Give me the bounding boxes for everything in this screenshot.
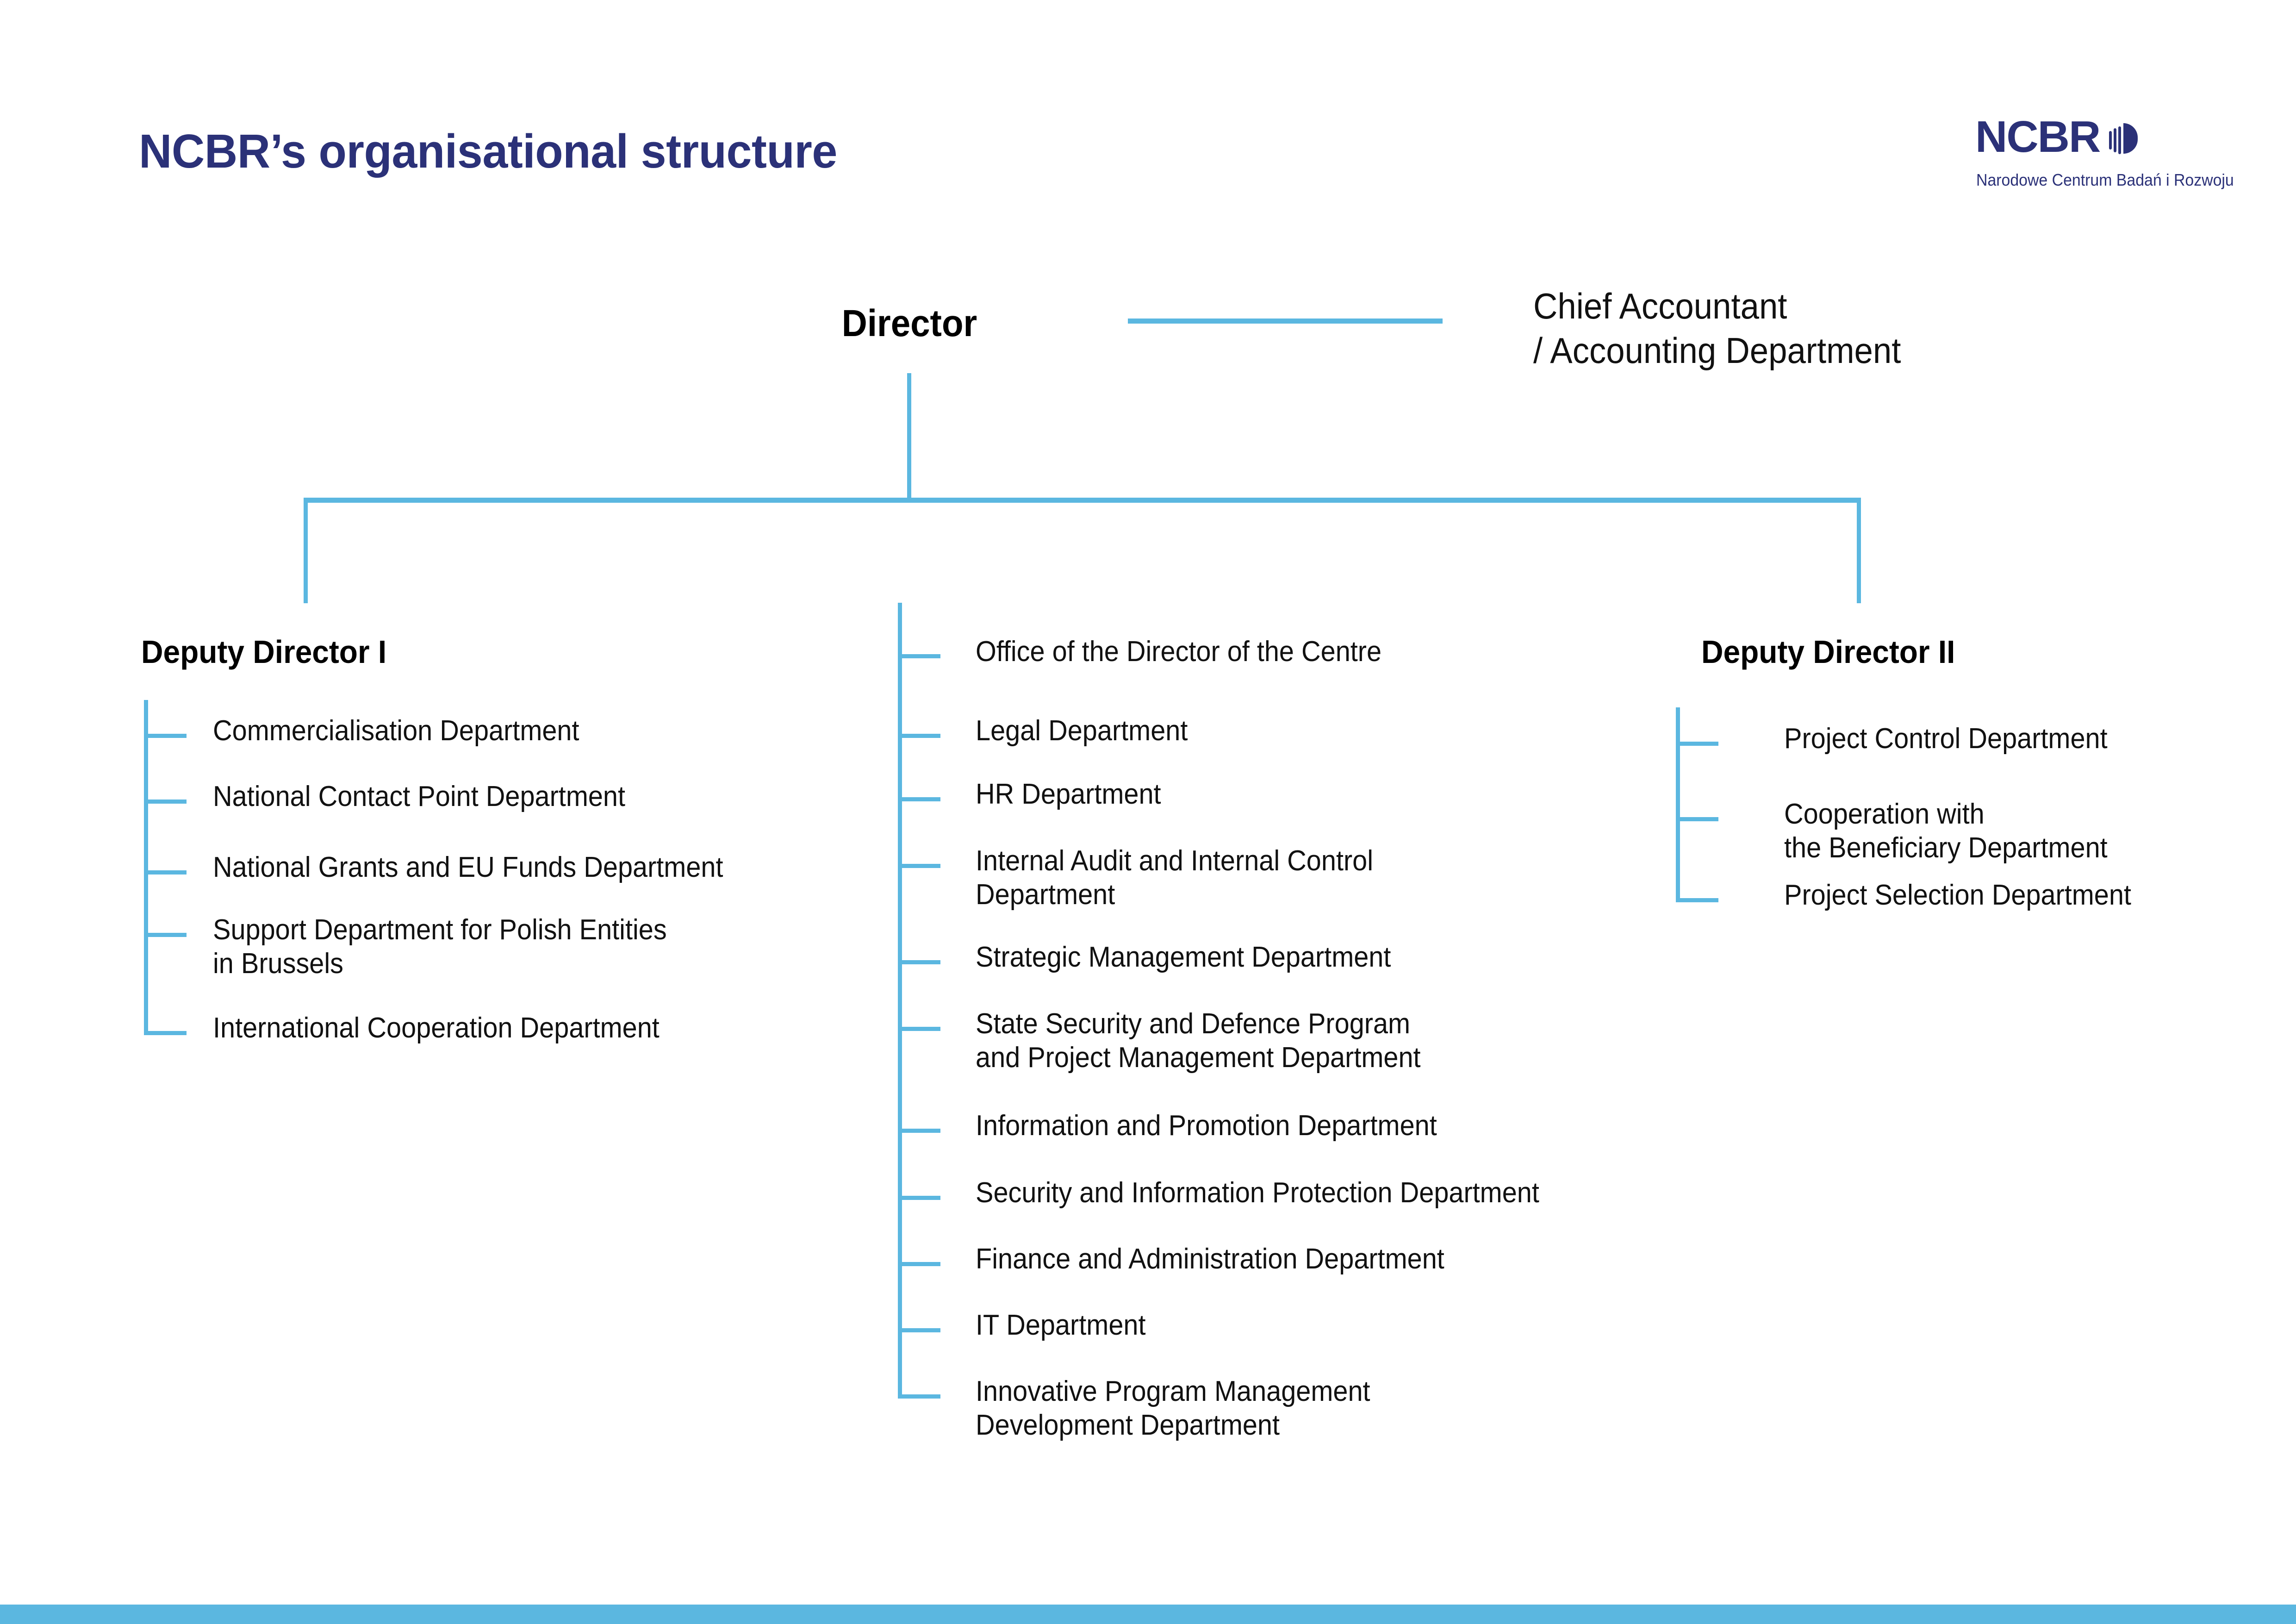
list-item: IT Department — [976, 1309, 1146, 1341]
tick-right-2 — [1676, 898, 1718, 902]
ncbr-striped-circle-icon — [2109, 123, 2138, 154]
ncbr-logo: NCBR Narodowe Centrum Badań i Rozwoju — [1975, 115, 2248, 194]
logo-wordmark-text: NCBR — [1975, 112, 2101, 162]
tick-left-1 — [144, 800, 187, 804]
connector-drop-right — [1857, 498, 1861, 603]
list-item: Office of the Director of the Centre — [976, 636, 1382, 668]
tick-center-0 — [898, 654, 940, 658]
deputy-director-ii-heading: Deputy Director II — [1701, 634, 1955, 670]
list-item: Commercialisation Department — [213, 715, 579, 747]
tick-left-4 — [144, 1031, 187, 1035]
list-item: Legal Department — [976, 715, 1188, 747]
tick-center-1 — [898, 734, 940, 738]
chief-accountant-line1: Chief Accountant — [1533, 286, 1787, 326]
tick-center-10 — [898, 1394, 940, 1399]
list-item: Information and Promotion Department — [976, 1110, 1437, 1142]
page-title: NCBR’s organisational structure — [139, 125, 837, 178]
chief-accountant-node: Chief Accountant/ Accounting Department — [1533, 284, 1901, 373]
logo-wordmark-row: NCBR — [1975, 115, 2138, 159]
list-item: Project Control Department — [1784, 723, 2108, 755]
tick-center-2 — [898, 797, 940, 801]
list-item: HR Department — [976, 778, 1161, 810]
bottom-accent-bar — [0, 1605, 2296, 1624]
spine-right-column — [1676, 707, 1680, 902]
tick-center-6 — [898, 1129, 940, 1133]
tick-left-3 — [144, 933, 187, 937]
list-item: Internal Audit and Internal Control Depa… — [976, 845, 1374, 911]
tick-center-7 — [898, 1196, 940, 1200]
list-item: Cooperation with the Beneficiary Departm… — [1784, 798, 2108, 864]
spine-left-column — [144, 700, 148, 1035]
list-item: State Security and Defence Program and P… — [976, 1008, 1421, 1074]
chief-accountant-line2: / Accounting Department — [1533, 330, 1901, 371]
tick-right-1 — [1676, 817, 1718, 821]
connector-director-to-accountant — [1128, 319, 1443, 324]
list-item: Project Selection Department — [1784, 879, 2131, 911]
list-item: Strategic Management Department — [976, 941, 1391, 973]
tick-center-5 — [898, 1027, 940, 1031]
list-item: Security and Information Protection Depa… — [976, 1177, 1539, 1209]
deputy-director-i-heading: Deputy Director I — [141, 634, 387, 670]
tick-center-9 — [898, 1328, 940, 1332]
list-item: Support Department for Polish Entities i… — [213, 914, 667, 980]
logo-subtitle: Narodowe Centrum Badań i Rozwoju — [1976, 170, 2234, 189]
connector-distribution-bar — [304, 498, 1861, 503]
tick-center-3 — [898, 864, 940, 868]
list-item: National Grants and EU Funds Department — [213, 851, 723, 883]
tick-left-2 — [144, 870, 187, 874]
tick-right-0 — [1676, 742, 1718, 746]
list-item: International Cooperation Department — [213, 1012, 660, 1044]
connector-director-stem — [907, 373, 911, 502]
tick-left-0 — [144, 734, 187, 738]
tick-center-4 — [898, 960, 940, 964]
director-node: Director — [841, 302, 977, 344]
list-item: Finance and Administration Department — [976, 1243, 1444, 1275]
spine-center-column — [898, 603, 902, 1398]
list-item: Innovative Program Management Developmen… — [976, 1375, 1370, 1441]
tick-center-8 — [898, 1262, 940, 1266]
list-item: National Contact Point Department — [213, 781, 626, 812]
connector-drop-left — [304, 498, 308, 603]
